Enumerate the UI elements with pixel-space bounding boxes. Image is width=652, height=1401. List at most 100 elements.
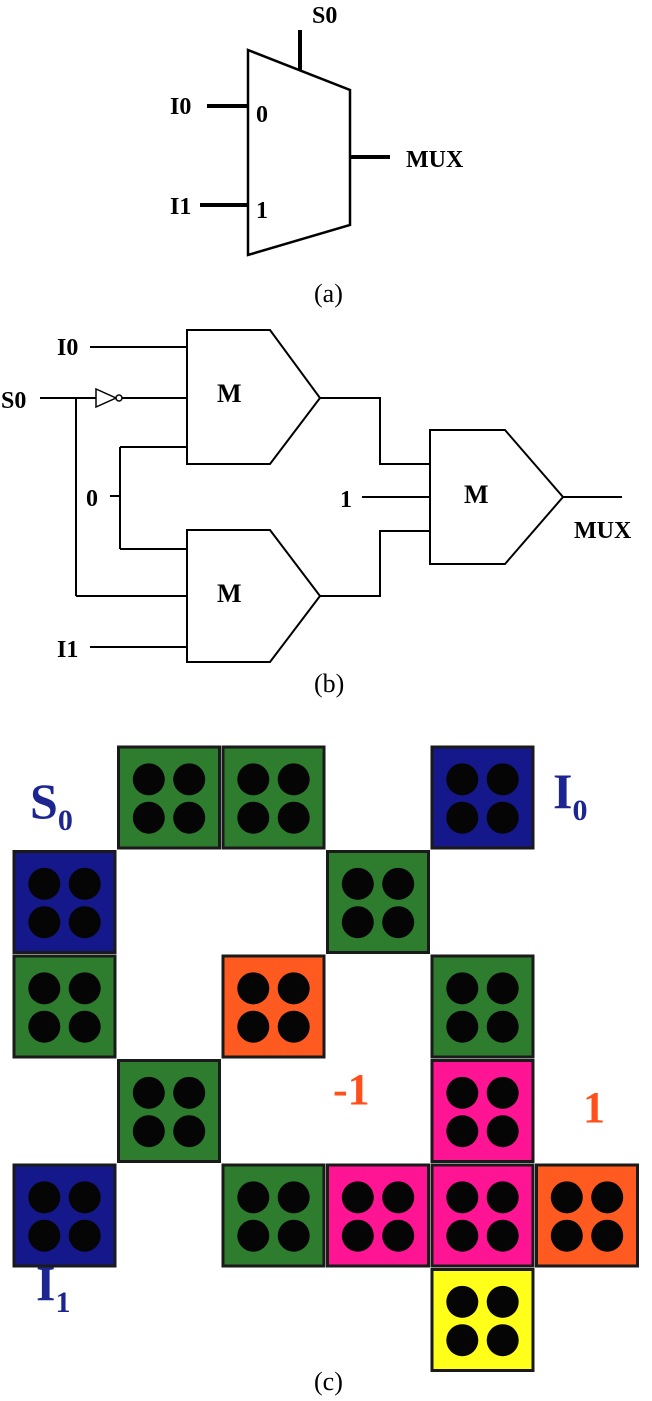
cell-dot [173, 1076, 206, 1109]
cell-dot [382, 906, 415, 939]
select-label-a: S0 [312, 3, 337, 29]
gate-label-bottom: M [217, 579, 242, 608]
cell-dot [68, 972, 101, 1005]
cell-dot [237, 1181, 270, 1214]
caption-a: (a) [314, 279, 343, 308]
caption-b: (b) [314, 669, 344, 698]
cell-dot [486, 1076, 519, 1109]
label-minus-one: -1 [333, 1065, 370, 1114]
cell-dot [486, 763, 519, 796]
cell-dot [446, 1285, 479, 1318]
cell-dot [28, 1181, 61, 1214]
cell-dot [28, 867, 61, 900]
cell-dot [382, 1181, 415, 1214]
cell-dot [486, 1115, 519, 1148]
cell-blue [12, 1163, 117, 1268]
label-i1-letter: I1 [36, 1255, 70, 1319]
cell-dot [237, 972, 270, 1005]
cell-dot [277, 972, 310, 1005]
label-s0: S0 [1, 388, 26, 414]
port1-label-a: 1 [256, 198, 268, 224]
cell-dot [446, 763, 479, 796]
cell-dot [486, 1324, 519, 1357]
cell-green [117, 745, 221, 850]
cell-dot [446, 1219, 479, 1252]
cell-dot [591, 1219, 624, 1252]
cell-dot [550, 1219, 583, 1252]
cell-dot [341, 867, 374, 900]
label-mux: MUX [574, 518, 632, 544]
cell-grid [12, 745, 639, 1372]
cell-dot [486, 1010, 519, 1043]
cell-blue [430, 745, 535, 850]
cell-dot [446, 1181, 479, 1214]
cell-dot [28, 1010, 61, 1043]
cell-green [326, 850, 430, 954]
cell-dot [550, 1181, 583, 1214]
cell-dot [28, 1219, 61, 1252]
label-one: 1 [583, 1083, 605, 1132]
cell-magenta [326, 1163, 430, 1268]
cell-dot [237, 1010, 270, 1043]
label-i0: I0 [57, 335, 78, 361]
cell-dot [68, 906, 101, 939]
cell-dot [591, 1181, 624, 1214]
cell-dot [132, 1115, 165, 1148]
input0-label-a: I0 [170, 94, 191, 120]
cell-dot [132, 763, 165, 796]
cell-dot [382, 867, 415, 900]
cell-orange [535, 1163, 639, 1268]
cell-green [117, 1059, 221, 1163]
label-s0-letter: S0 [30, 773, 73, 837]
wire-top-out [320, 397, 430, 465]
cell-dot [277, 1181, 310, 1214]
wire-bottom-out [320, 530, 430, 597]
cell-dot [68, 867, 101, 900]
cell-dot [173, 801, 206, 834]
gate-label-top: M [217, 379, 242, 408]
cell-dot [446, 1324, 479, 1357]
cell-dot [486, 1181, 519, 1214]
cell-dot [277, 1010, 310, 1043]
panel-c: S0 I0 I1 -1 1 (c) [12, 745, 639, 1396]
cell-dot [382, 1219, 415, 1252]
cell-dot [486, 1285, 519, 1318]
mux-block-a [246, 48, 352, 257]
cell-dot [446, 1115, 479, 1148]
cell-dot [341, 906, 374, 939]
cell-dot [486, 1219, 519, 1252]
cell-dot [446, 1076, 479, 1109]
cell-dot [341, 1219, 374, 1252]
cell-dot [237, 763, 270, 796]
input1-label-a: I1 [170, 194, 191, 220]
gate-label-right: M [464, 480, 489, 509]
output-label-a: MUX [406, 147, 464, 173]
cell-magenta [430, 1163, 535, 1268]
cell-dot [446, 801, 479, 834]
cell-dot [132, 1076, 165, 1109]
panel-a: S0 I0 I1 0 1 MUX (a) [170, 3, 464, 308]
gate-m-right [429, 429, 565, 565]
label-i1: I1 [57, 637, 78, 663]
cell-dot [173, 763, 206, 796]
cell-green [12, 954, 117, 1059]
cell-dot [277, 801, 310, 834]
cell-dot [132, 801, 165, 834]
panel-b: I0 S0 0 I1 1 M M M MUX (b) [1, 329, 632, 698]
cell-dot [486, 972, 519, 1005]
label-const1: 1 [340, 487, 352, 513]
cell-dot [28, 906, 61, 939]
cell-green [430, 954, 535, 1059]
cell-dot [446, 972, 479, 1005]
gate-m-top [186, 329, 322, 465]
cell-dot [28, 972, 61, 1005]
cell-dot [68, 1010, 101, 1043]
cell-yellow [430, 1268, 535, 1372]
port0-label-a: 0 [256, 102, 268, 128]
inverter-bubble [115, 394, 123, 402]
caption-c: (c) [314, 1367, 343, 1396]
cell-dot [68, 1181, 101, 1214]
cell-dot [341, 1181, 374, 1214]
cell-green [221, 1163, 326, 1268]
